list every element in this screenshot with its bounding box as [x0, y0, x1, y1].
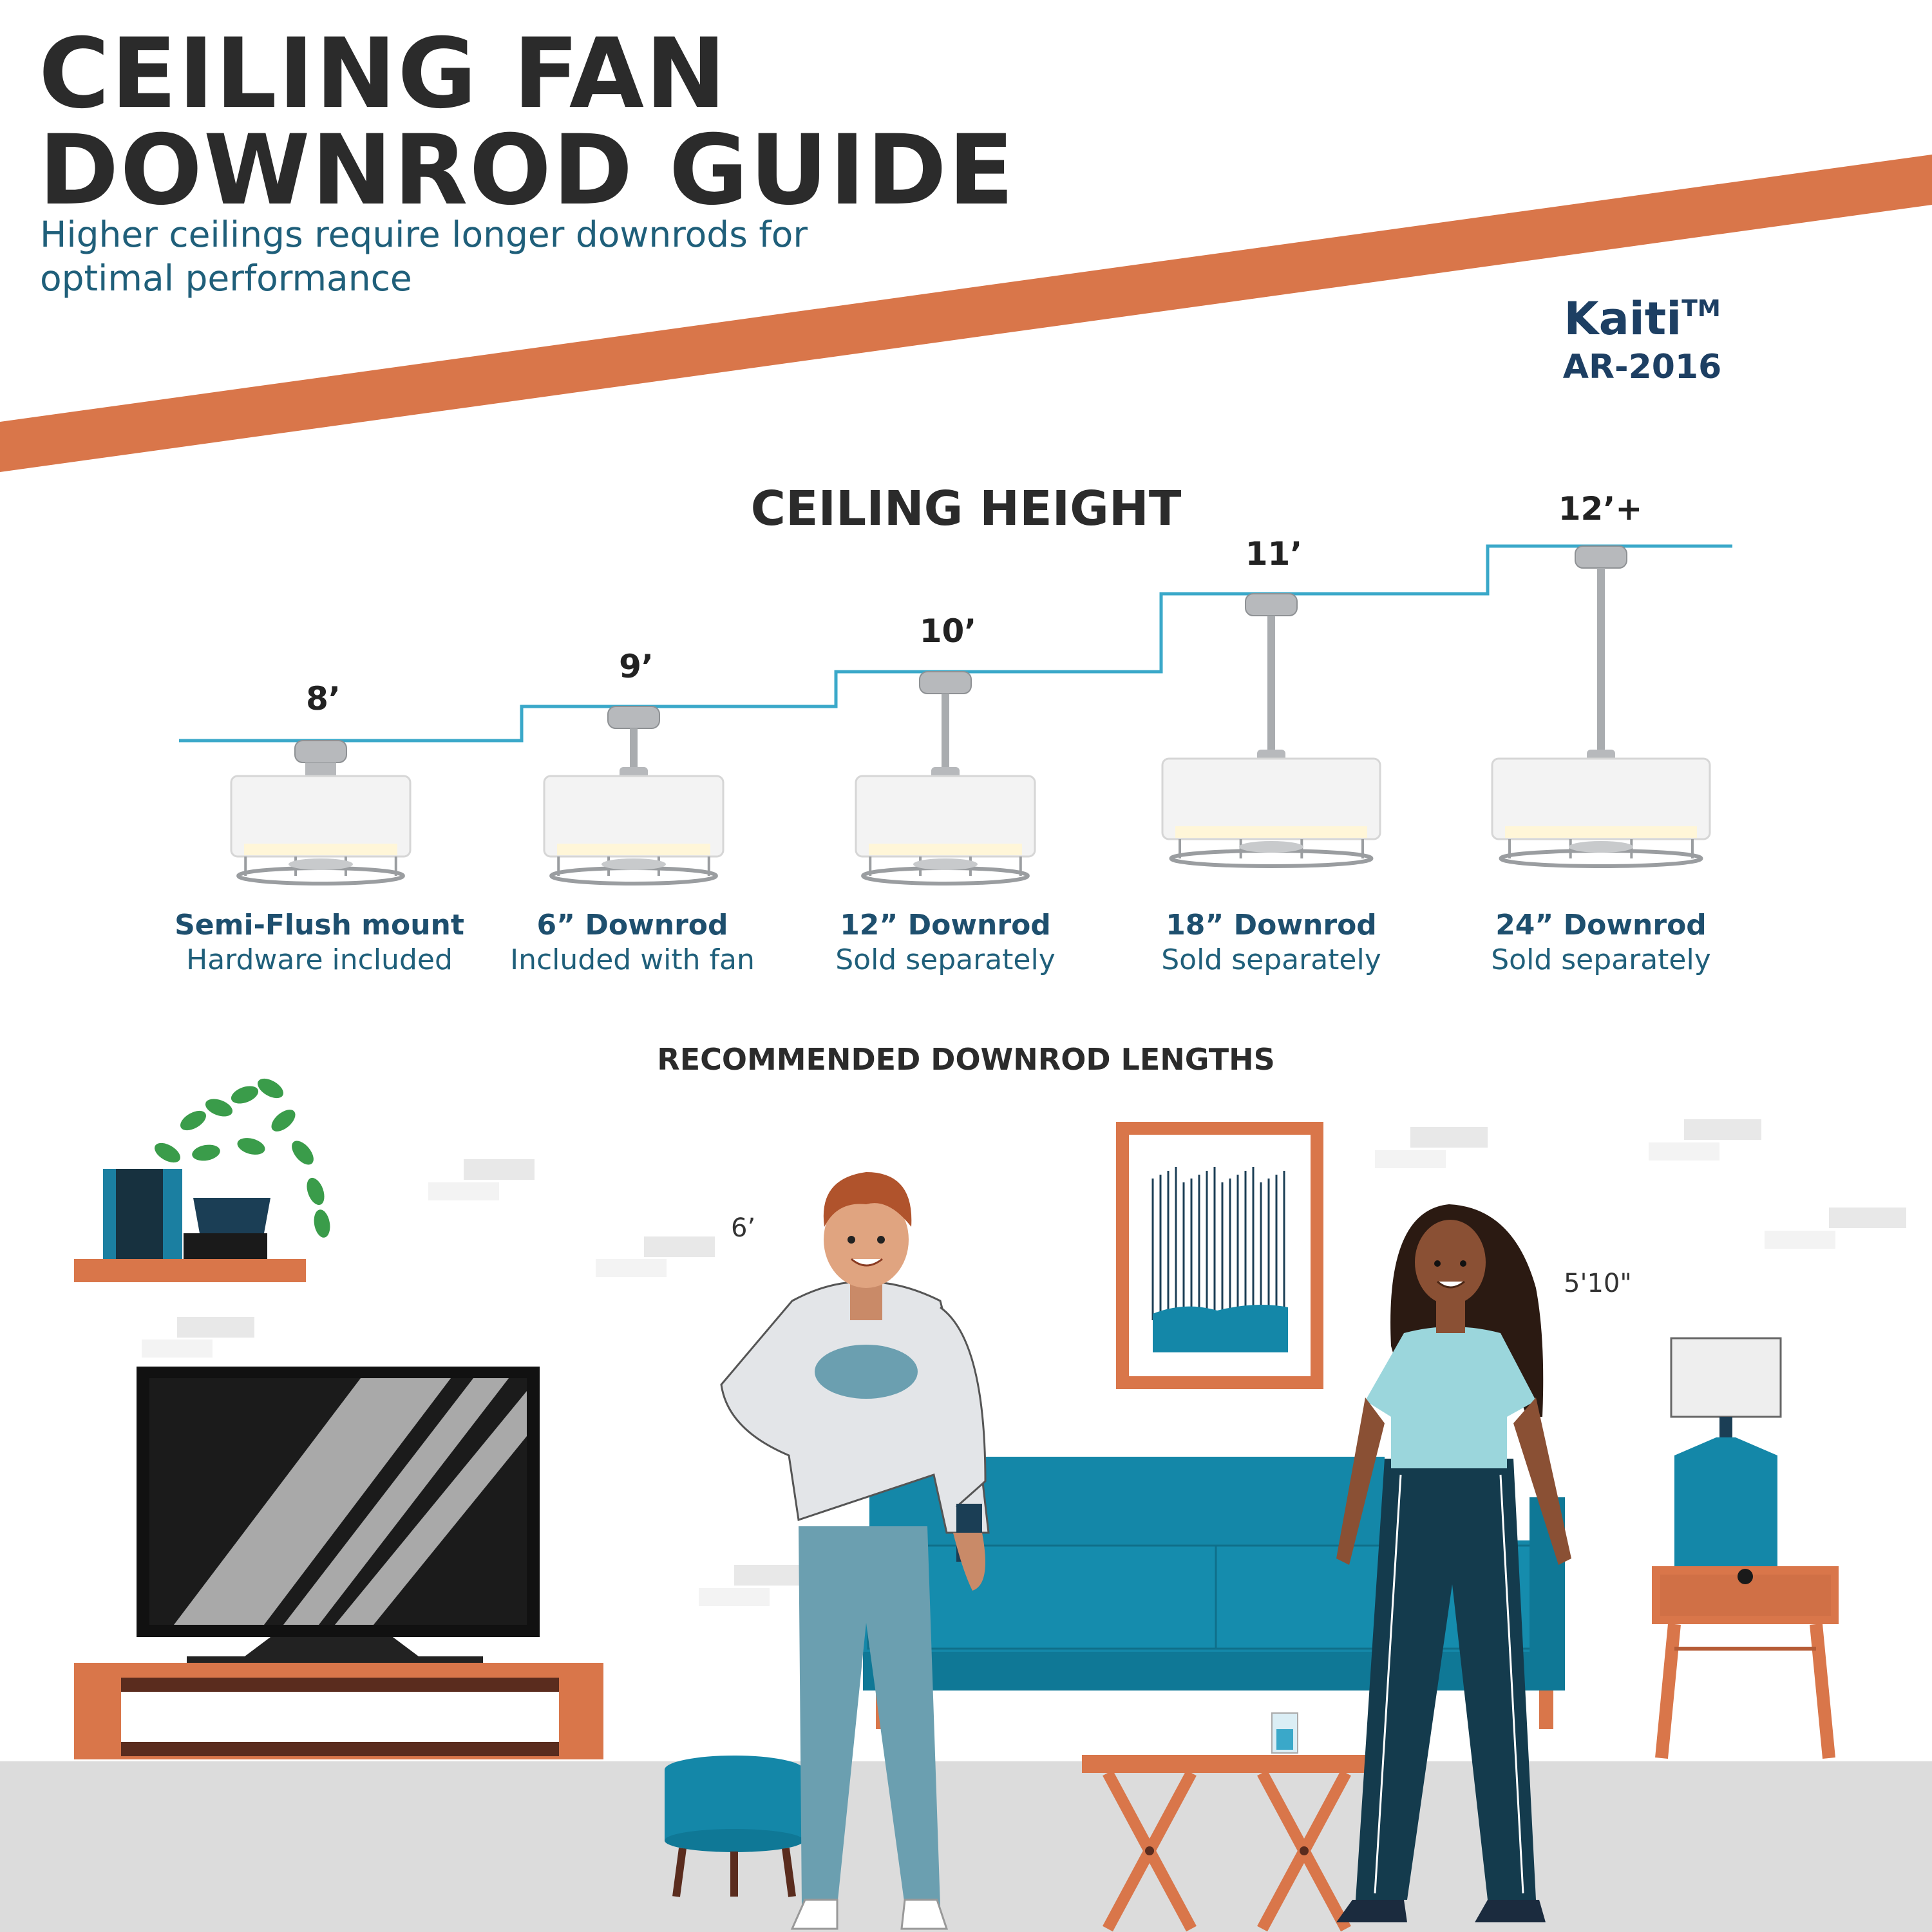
ottoman — [665, 1756, 804, 1897]
wall-shelf — [74, 1078, 330, 1282]
side-table — [1652, 1566, 1839, 1759]
title-line-1: CEILING FAN — [39, 18, 728, 130]
brand-model: AR-2016 — [1562, 348, 1722, 386]
cage-ring — [1499, 849, 1703, 868]
light-glow — [1505, 826, 1697, 838]
ceiling-step-line — [179, 544, 1732, 743]
mount-note: Sold separately — [835, 943, 1056, 976]
canopy — [1245, 593, 1298, 616]
mount-name: 6” Downrod — [536, 909, 728, 942]
cage-ring — [549, 866, 718, 886]
mount-12in-downrod: 12” Downrod Sold separately — [797, 908, 1094, 978]
mount-18in-downrod: 18” Downrod Sold separately — [1123, 908, 1419, 978]
floor — [0, 1761, 1932, 1932]
mount-note: Sold separately — [1491, 943, 1711, 976]
mount-name: 24” Downrod — [1495, 909, 1707, 942]
fan-0 — [230, 740, 412, 886]
blade — [1239, 841, 1303, 853]
height-label-10ft: 10’ — [919, 612, 977, 650]
brand-badge: KaitiTM AR-2016 — [1558, 283, 1726, 390]
subtitle: Higher ceilings require longer downrods … — [40, 214, 808, 299]
height-label-8ft: 8’ — [306, 680, 341, 717]
brand-name: KaitiTM — [1558, 283, 1726, 345]
height-label-12ft: 12’+ — [1558, 490, 1643, 527]
wall-bricks — [142, 1119, 1906, 1606]
shade — [543, 775, 724, 858]
fan-1 — [543, 706, 724, 886]
ceiling-height-heading: CEILING HEIGHT — [750, 481, 1182, 536]
recommended-lengths-heading: RECOMMENDED DOWNROD LENGTHS — [657, 1042, 1275, 1077]
height-label-11ft: 11’ — [1245, 535, 1303, 573]
fan-illustrations — [230, 545, 1711, 886]
downrod — [942, 694, 949, 767]
mount-note: Sold separately — [1161, 943, 1381, 976]
light-glow — [244, 844, 397, 855]
mount-name: 18” Downrod — [1166, 909, 1377, 942]
tv-stand — [74, 1663, 603, 1759]
page-title: CEILING FAN DOWNROD GUIDE — [39, 26, 1015, 219]
light-glow — [869, 844, 1022, 855]
light-glow — [1175, 826, 1367, 838]
mount-24in-downrod: 24” Downrod Sold separately — [1453, 908, 1749, 978]
framed-picture — [1116, 1122, 1323, 1389]
fan-4 — [1491, 545, 1711, 868]
blade — [601, 858, 666, 870]
light-glow — [557, 844, 710, 855]
shade — [230, 775, 412, 858]
mount-semi-flush: Semi-Flush mount Hardware included — [171, 908, 468, 978]
height-label-9ft: 9’ — [619, 648, 654, 685]
accent-stripe — [0, 155, 1932, 472]
canopy — [607, 706, 660, 729]
canopy — [294, 740, 347, 763]
woman-height-label: 5'10" — [1564, 1269, 1632, 1298]
shade — [1161, 757, 1381, 840]
cage-ring — [861, 866, 1030, 886]
canopy — [1575, 545, 1627, 569]
blade — [1569, 841, 1633, 853]
mount-name: 12” Downrod — [840, 909, 1051, 942]
mount-note: Hardware included — [186, 943, 453, 976]
title-line-2: DOWNROD GUIDE — [39, 115, 1016, 227]
shade — [855, 775, 1036, 858]
mount-6in-downrod: 6” Downrod Included with fan — [484, 908, 781, 978]
cage-ring — [236, 866, 405, 886]
cage-ring — [1169, 849, 1374, 868]
man-height-label: 6’ — [731, 1213, 756, 1243]
mount-name: Semi-Flush mount — [175, 909, 464, 942]
woman-figure — [1336, 1204, 1571, 1922]
downrod — [1597, 568, 1605, 750]
man-figure — [720, 1172, 990, 1930]
downrod — [630, 728, 638, 767]
canopy — [919, 671, 972, 694]
blade — [913, 858, 978, 870]
shade — [1491, 757, 1711, 840]
downrod — [1267, 616, 1275, 750]
coffee-table — [1082, 1712, 1375, 1932]
television — [137, 1367, 540, 1663]
brand-trademark: TM — [1681, 296, 1721, 322]
mount-note: Included with fan — [510, 943, 755, 976]
blade — [289, 858, 353, 870]
brand-name-text: Kaiti — [1564, 292, 1682, 345]
lamp — [1670, 1337, 1782, 1598]
fan-2 — [855, 671, 1036, 886]
fan-3 — [1161, 593, 1381, 868]
